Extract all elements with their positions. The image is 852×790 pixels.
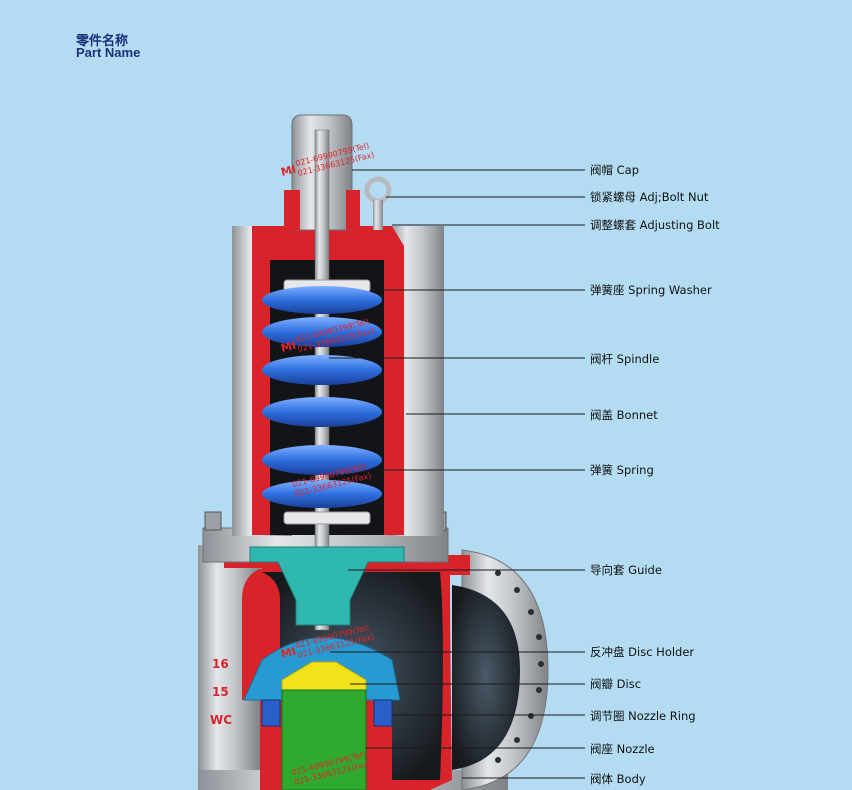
body-marking-1: 16 [212, 657, 229, 671]
nozzle [281, 689, 367, 790]
label-adjusting-bolt: 调整螺套 Adjusting Bolt [590, 218, 720, 232]
cap-red-section [284, 190, 360, 230]
label-spindle: 阀杆 Spindle [590, 352, 660, 366]
body-marking-3: WC [210, 713, 232, 727]
page-title-en: Part Name [76, 45, 141, 60]
page-title-cn: 零件名称 [76, 34, 129, 49]
label-nozzle-ring: 调节圈 Nozzle Ring [590, 709, 696, 723]
guide [249, 546, 405, 626]
label-adj-bolt-nut: 锁紧螺母 Adj;Bolt Nut [590, 190, 709, 204]
leader-lines [329, 169, 585, 779]
watermark-logo: MI [280, 645, 298, 661]
nozzle-ring [261, 699, 393, 727]
label-spring: 弹簧 Spring [590, 463, 654, 477]
body-marking-2: 15 [212, 685, 229, 699]
watermark-logo: MI [280, 163, 298, 179]
label-disc: 阀瓣 Disc [590, 677, 642, 691]
spring-washer-bottom [283, 511, 371, 525]
bonnet-red-section [252, 226, 404, 535]
spring [262, 286, 382, 508]
label-spring-washer: 弹簧座 Spring Washer [590, 283, 712, 297]
label-nozzle: 阀座 Nozzle [590, 742, 655, 756]
label-bonnet: 阀盖 Bonnet [590, 408, 658, 422]
label-disc-holder: 反冲盘 Disc Holder [590, 645, 695, 659]
eye-bolt [364, 176, 392, 230]
outlet-bore [452, 585, 520, 770]
label-cap: 阀帽 Cap [590, 163, 640, 177]
label-guide: 导向套 Guide [590, 563, 662, 577]
label-body: 阀体 Body [590, 772, 646, 786]
watermark-logo: MI [280, 339, 298, 355]
